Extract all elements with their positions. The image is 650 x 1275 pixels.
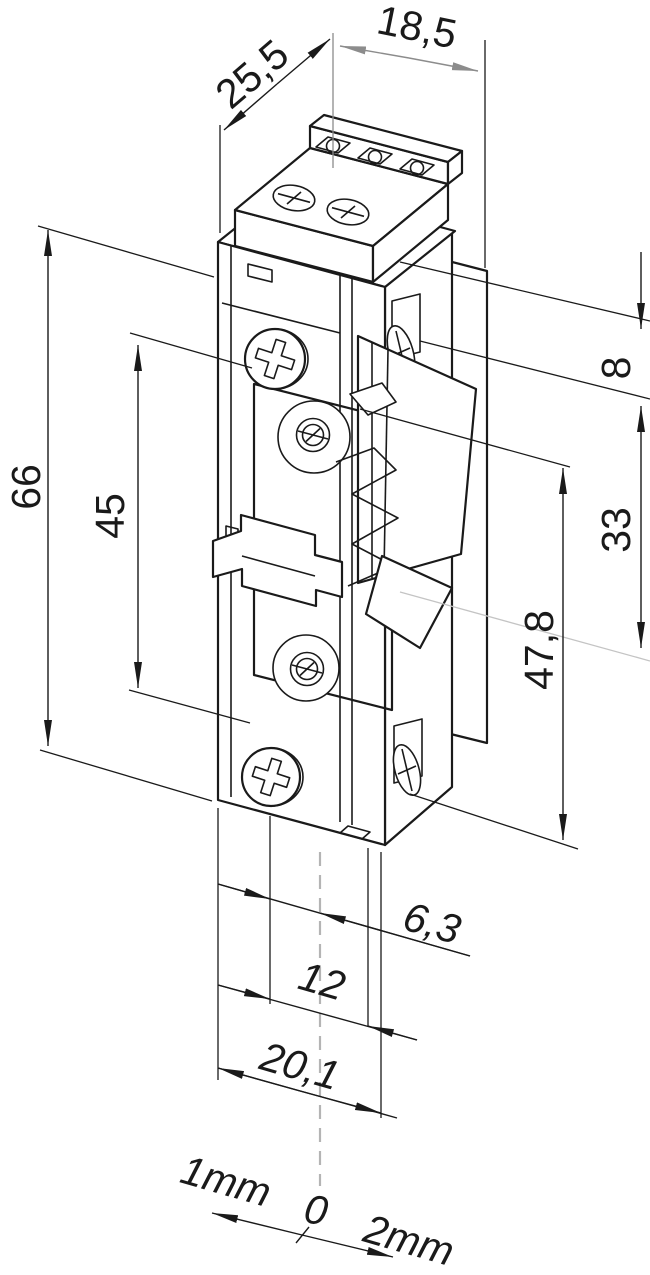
faceplate-slot-top xyxy=(247,263,273,283)
dim-label-25-5: 25,5 xyxy=(207,31,298,118)
dim-label-47-8: 47,8 xyxy=(516,610,562,690)
terminal-block xyxy=(233,113,464,284)
latch-lip xyxy=(364,554,454,650)
dim-label-33: 33 xyxy=(593,507,639,553)
latch-assembly xyxy=(211,334,478,702)
dimension-33: 33 xyxy=(593,406,645,648)
connector-right-face xyxy=(446,149,464,186)
terminal-screw-right xyxy=(326,198,370,226)
terminal-port-2 xyxy=(357,147,393,165)
pivot-screw-bottom xyxy=(289,651,325,687)
dimension-12: 12 xyxy=(217,953,418,1041)
spring-clip xyxy=(211,513,344,608)
faceplate-screw-top xyxy=(243,327,309,391)
faceplate-screw-bottom xyxy=(240,746,304,808)
dimension-47-8: 47,8 xyxy=(516,468,567,840)
adjustment-scale: 1mm 0 2mm xyxy=(176,1146,459,1274)
extension-lines xyxy=(37,33,650,1186)
dim-label-8: 8 xyxy=(593,357,639,380)
terminal-port-3 xyxy=(399,158,435,176)
terminal-block-right-face xyxy=(371,182,450,284)
adjustment-label-0: 0 xyxy=(301,1185,332,1234)
dimension-18-5: 18,5 xyxy=(339,0,479,72)
dimension-6-3: 6,3 xyxy=(217,883,471,957)
dim-label-66: 66 xyxy=(3,464,49,510)
spring-clip-line xyxy=(241,555,316,577)
pivot-screw-top xyxy=(295,417,331,453)
dim-label-18-5: 18,5 xyxy=(373,0,460,57)
faceplate-step-line xyxy=(221,302,341,334)
latch-hook xyxy=(349,382,397,416)
dimension-25-5: 25,5 xyxy=(207,31,331,131)
adjustment-label-1mm: 1mm xyxy=(176,1146,276,1215)
dimension-45: 45 xyxy=(87,345,142,688)
adjustment-label-2mm: 2mm xyxy=(358,1205,459,1275)
bottom-face-slot xyxy=(339,825,371,840)
dimension-20-1: 20,1 xyxy=(217,1033,398,1119)
dim-label-12: 12 xyxy=(294,953,351,1010)
adjustment-zero-tick xyxy=(295,1226,310,1244)
dimension-66: 66 xyxy=(3,230,52,746)
dimension-8: 8 xyxy=(593,252,645,380)
terminal-screw-left xyxy=(272,184,316,212)
dim-label-6-3: 6,3 xyxy=(398,893,466,953)
dim-label-20-1: 20,1 xyxy=(254,1033,344,1099)
dim-label-45: 45 xyxy=(87,493,133,539)
